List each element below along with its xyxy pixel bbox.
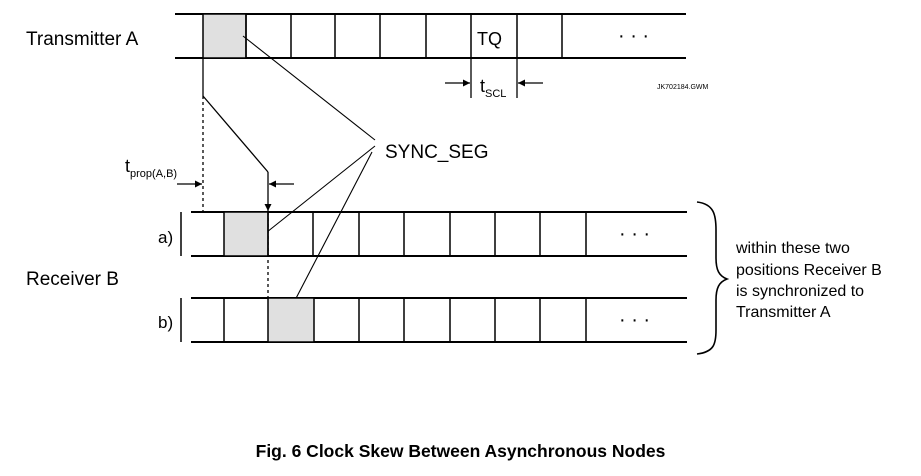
row-b-label: b): [158, 313, 173, 332]
receiver-a-sync-seg-cell: [223, 211, 269, 257]
tq-label: TQ: [477, 29, 502, 49]
brace-note-line-2: positions Receiver B: [736, 262, 882, 279]
tprop-label: tprop(A,B): [125, 156, 177, 180]
brace-note-line-3: is synchronized to: [736, 283, 864, 300]
brace-note-line-4: Transmitter A: [736, 304, 831, 321]
receiver-row-a: [180, 211, 687, 257]
receiver-row-b: [180, 297, 687, 343]
brace-note: within these two positions Receiver B is…: [735, 240, 886, 321]
transmitter-row: [175, 13, 686, 59]
receiver-b-sync-seg-cell: [267, 297, 315, 343]
brace-note-line-1: within these two: [735, 240, 850, 257]
transmitter-sync-seg-cell: [202, 13, 247, 59]
row-a-ellipsis: · · ·: [619, 223, 650, 245]
tscl-dimension: [445, 58, 543, 98]
transmitter-label: Transmitter A: [26, 29, 139, 50]
receiver-label: Receiver B: [26, 269, 119, 290]
curly-brace: [696, 201, 730, 355]
transmitter-ellipsis: · · ·: [618, 25, 649, 47]
row-a-label: a): [158, 228, 173, 247]
propagation-path: [177, 58, 294, 298]
row-b-ellipsis: · · ·: [619, 309, 650, 331]
tscl-label: tSCL: [480, 76, 506, 100]
reference-code: JK702184.GWM: [657, 84, 709, 91]
sync-seg-pointers: [242, 35, 376, 307]
figure-caption: Fig. 6 Clock Skew Between Asynchronous N…: [255, 441, 666, 461]
sync-seg-label: SYNC_SEG: [385, 142, 488, 163]
